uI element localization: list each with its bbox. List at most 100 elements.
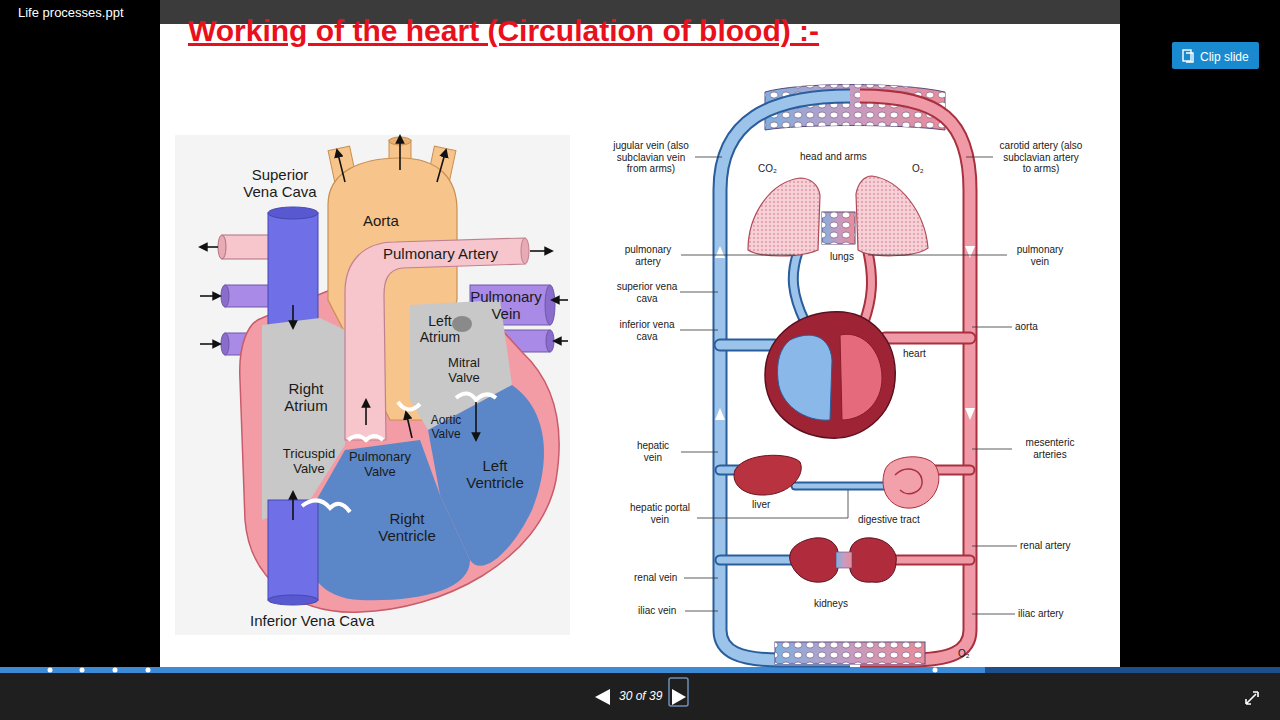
part-name: superior vena cava: [616, 281, 678, 304]
heart-section-part: [365, 400, 367, 425]
circulation-diagram-part-part: [885, 334, 970, 343]
part-name: kidneys: [814, 598, 848, 610]
circulation-diagram-part: [822, 212, 855, 244]
part-name: renal vein: [634, 572, 677, 584]
circulation-diagram-part-part: [972, 449, 1012, 450]
circulation-diagram-part: [775, 642, 925, 664]
heart-section-part: [225, 285, 270, 307]
heart-section-part: [552, 299, 568, 301]
clip-icon-part: [1183, 50, 1191, 61]
progress-dots: [48, 668, 938, 673]
circulation-diagram-part: [720, 252, 970, 560]
page-counter: 30 of 39: [619, 690, 662, 704]
heart-section-part: [292, 305, 294, 328]
circulation-diagram-part: [836, 552, 852, 568]
nav-controls-part: [672, 689, 686, 705]
heart-section-part: [521, 238, 529, 264]
progress-dots-part: [80, 668, 85, 673]
circulation-diagram-part-part: [966, 157, 993, 158]
circulation-diagram-part-part: [684, 578, 718, 579]
heart-section-part: [456, 393, 496, 400]
part-name: digestive tract: [858, 514, 920, 526]
circulation-diagram-part-part: [680, 330, 718, 331]
circulation-diagram-part: [840, 334, 882, 420]
clip-icon-part: [1186, 53, 1193, 62]
heart-section-part: [222, 235, 272, 259]
slide-title: Working of the heart (Circulation of blo…: [188, 14, 819, 49]
file-name: Life processes.ppt: [18, 6, 124, 21]
part-name: pulmonary vein: [1010, 244, 1070, 267]
heart-section-part: [475, 402, 477, 440]
heart-section-part: [399, 136, 401, 170]
heart-section-part: [406, 412, 412, 438]
heart-section-part: [554, 340, 568, 342]
part-name: Aorta: [363, 212, 399, 229]
circulation-diagram-part: [965, 246, 975, 258]
part-name: hepatic vein: [628, 440, 678, 463]
circulation-diagram-part-part: [972, 546, 1017, 547]
part-name: Pulmonary Vein: [466, 288, 546, 323]
part-name: Superior Vena Cava: [235, 166, 325, 201]
heart-section-part: [200, 343, 220, 345]
circulation-diagram-part: [895, 469, 922, 494]
heart-section-part: [221, 333, 229, 355]
heart-section: [175, 135, 570, 635]
gas-label: CO₂: [758, 163, 777, 175]
circulation-diagram-part-part: [680, 292, 718, 293]
circulation-diagram-part: [765, 312, 895, 438]
circulation-diagram-part: [720, 96, 850, 660]
circulation-diagram-part-part: [895, 557, 970, 564]
circulation-diagram-part-part: [793, 252, 805, 322]
heart-section-part: [268, 213, 318, 328]
part-name: iliac vein: [638, 605, 676, 617]
nav-controls-part: [1246, 692, 1258, 704]
circulation-diagram-part: [790, 538, 838, 582]
circulation-diagram-part-part: [885, 332, 970, 345]
part-name: Right Ventricle: [370, 510, 444, 545]
heart-section-part: [530, 250, 552, 252]
circulation-diagram-part: [883, 457, 939, 508]
circulation-diagram-part: [734, 455, 801, 495]
progress-dots-part: [113, 668, 118, 673]
heart-section-part: [221, 285, 229, 307]
part-name: Aortic Valve: [422, 414, 470, 442]
nav-controls-part: [595, 689, 610, 705]
heart-section-part: [545, 285, 555, 325]
part-name: lungs: [830, 251, 854, 263]
clip-button: Clip slide: [1172, 42, 1259, 69]
circulation-diagram-part: [680, 157, 1017, 614]
heart-section-part: [175, 135, 570, 635]
circulation-diagram-part: [748, 178, 820, 256]
part-name: hepatic portal vein: [625, 502, 695, 525]
part-name: heart: [903, 348, 926, 360]
circulation-diagram-part: [822, 212, 855, 244]
heart-section-part: [398, 402, 420, 410]
circulation-diagram-part-part: [697, 490, 848, 518]
circulation-diagram-part: [856, 176, 928, 256]
part-name: Right Atrium: [276, 380, 336, 415]
part-name: head and arms: [800, 151, 867, 163]
heart-section-part: [337, 150, 345, 182]
circulation-diagram-part: [715, 246, 725, 258]
clip-icon: [1182, 49, 1194, 63]
heart-section-part: [302, 500, 350, 512]
part-name: inferior vena cava: [616, 319, 678, 342]
circulation-diagram-part-part: [720, 555, 792, 566]
heart-section-part: [428, 385, 544, 566]
part-name: liver: [752, 499, 770, 511]
circulation-diagram-part: [778, 335, 833, 420]
circulation-diagram-part-part: [864, 252, 871, 322]
gas-label: O₂: [912, 163, 924, 175]
circulation-diagram-part-part: [935, 467, 970, 474]
heart-section-part: [268, 207, 318, 219]
part-name: iliac artery: [1018, 608, 1064, 620]
part-name: Pulmonary Valve: [343, 450, 417, 480]
progress-dots-part: [146, 668, 151, 673]
heart-section-part: [200, 295, 220, 297]
circulation-diagram-part: [715, 408, 725, 420]
circulation-diagram-part-part: [935, 465, 970, 476]
part-name: pulmonary artery: [618, 244, 678, 267]
circulation-diagram-part-part: [685, 611, 718, 612]
part-name: Left Atrium: [412, 313, 468, 345]
